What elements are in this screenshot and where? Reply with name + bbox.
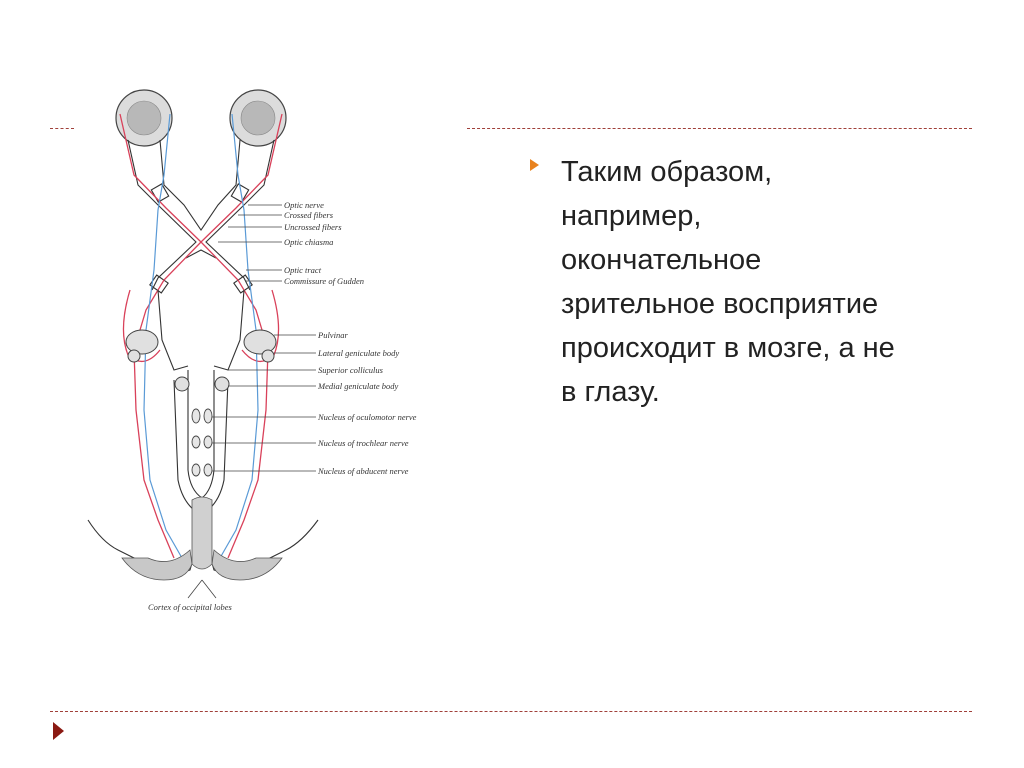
label-oculomotor-nucleus: Nucleus of oculomotor nerve — [317, 412, 417, 422]
label-commissure-gudden: Commissure of Gudden — [284, 276, 364, 286]
triangle-bullet-icon — [530, 159, 539, 171]
uncrossed-fibers — [143, 113, 259, 559]
label-crossed-fibers: Crossed fibers — [284, 210, 334, 220]
header-rule-right — [467, 128, 972, 129]
label-optic-chiasma: Optic chiasma — [284, 237, 333, 247]
label-medial-geniculate: Medial geniculate body — [317, 381, 398, 391]
cranial-nerve-nuclei — [191, 408, 213, 477]
occipital-cortex — [87, 496, 319, 599]
label-abducent-nucleus: Nucleus of abducent nerve — [317, 466, 409, 476]
label-occipital-cortex: Cortex of occipital lobes — [148, 602, 232, 612]
midbrain-tracts — [157, 289, 245, 511]
label-superior-colliculus: Superior colliculus — [318, 365, 384, 375]
medial-geniculate-bodies — [174, 376, 230, 392]
label-optic-nerve: Optic nerve — [284, 200, 324, 210]
visual-pathway-diagram: Optic nerve Crossed fibers Uncrossed fib… — [78, 80, 468, 625]
left-eyeball — [115, 89, 173, 147]
lateral-geniculate-bodies — [125, 329, 277, 363]
label-trochlear-nucleus: Nucleus of trochlear nerve — [317, 438, 409, 448]
bullet-item: Таким образом, например, окончательное з… — [530, 150, 970, 414]
footer-rule — [50, 711, 972, 712]
triangle-icon — [53, 722, 64, 740]
label-pulvinar: Pulvinar — [317, 330, 348, 340]
label-leader-lines — [212, 204, 316, 472]
bullet-text: Таким образом, например, окончательное з… — [561, 156, 895, 408]
label-optic-tract: Optic tract — [284, 265, 322, 275]
label-uncrossed-fibers: Uncrossed fibers — [284, 222, 342, 232]
header-rule-left — [50, 128, 74, 129]
right-eyeball — [229, 89, 287, 147]
label-lateral-geniculate: Lateral geniculate body — [317, 348, 399, 358]
